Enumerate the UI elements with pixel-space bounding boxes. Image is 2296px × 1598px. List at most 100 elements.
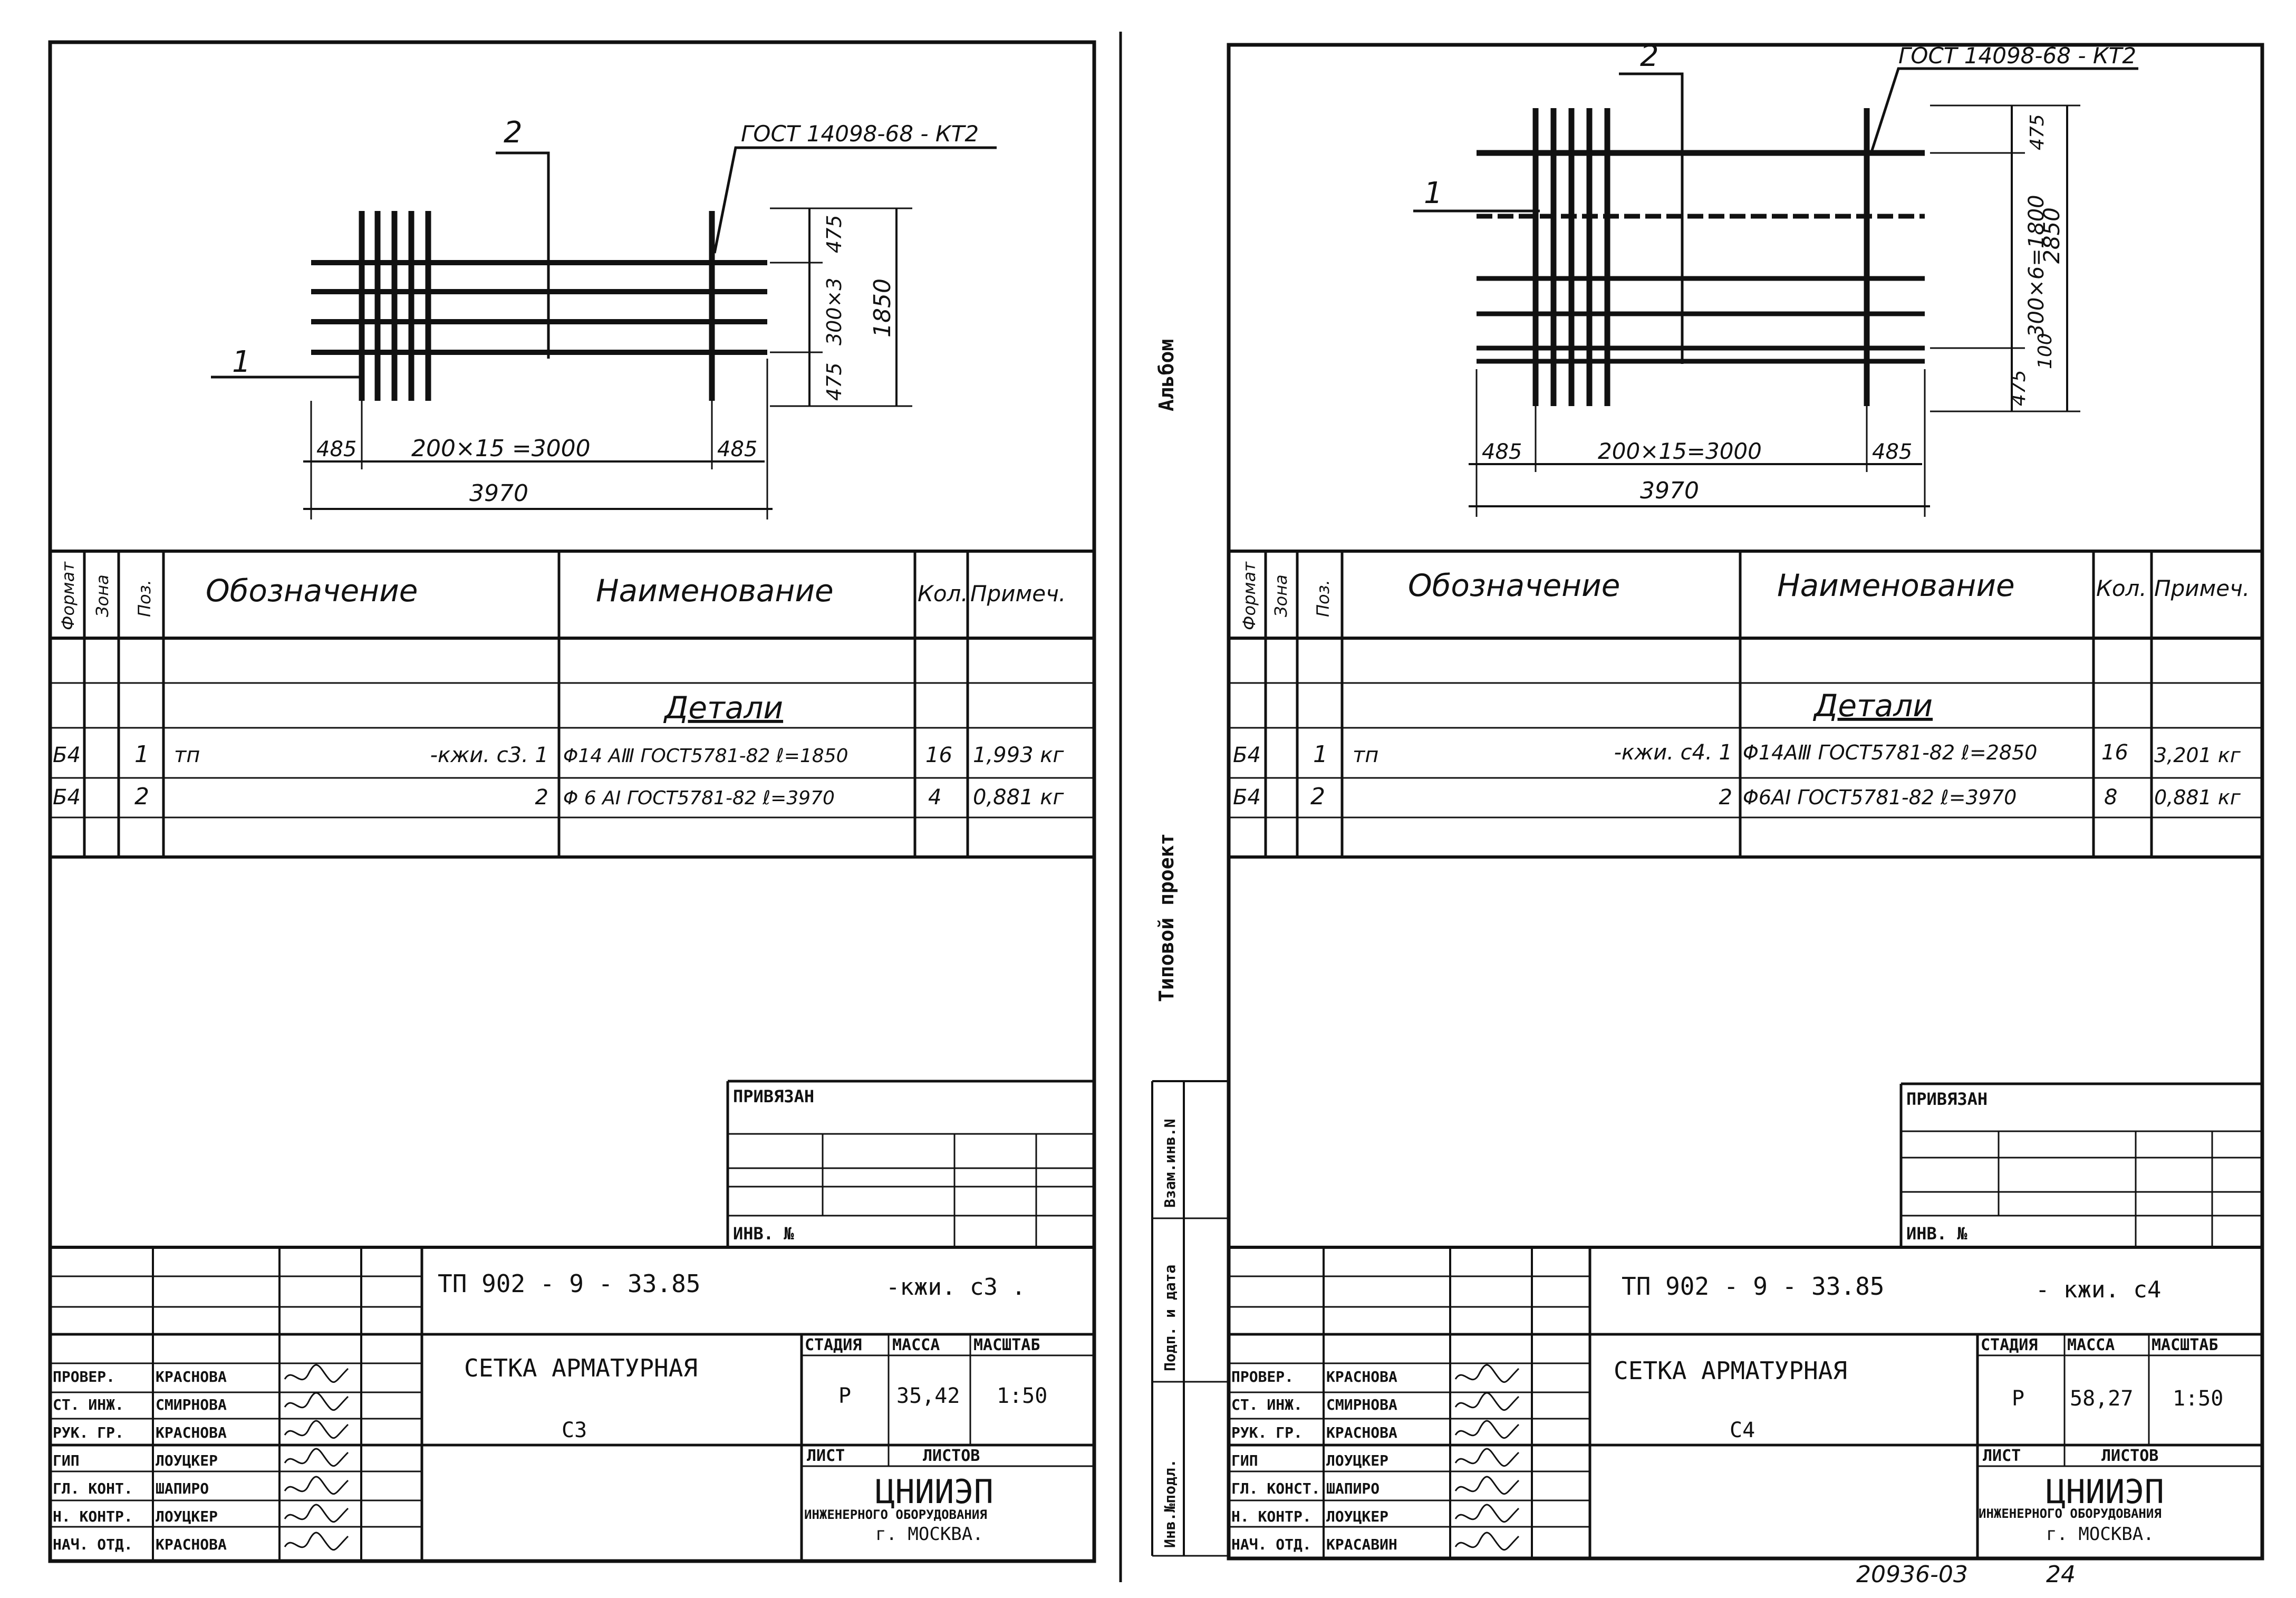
staff-role: СТ. ИНЖ.	[53, 1396, 124, 1413]
dimension-text: 300×3	[823, 277, 846, 345]
dimension-text: 200×15 =3000	[411, 435, 591, 462]
dimension-text: 2850	[2039, 207, 2065, 264]
header-designation: Обозначение	[1408, 567, 1620, 603]
org-city: г. МОСКВА.	[2046, 1524, 2154, 1545]
header-pos: Поз.	[1313, 580, 1333, 617]
staff-name: КРАСНОВА	[156, 1368, 227, 1385]
dimension-text: 485	[1872, 440, 1912, 464]
mass-header: МАССА	[892, 1336, 940, 1354]
header-zone: Зона	[1271, 574, 1291, 617]
header-note: Примеч.	[970, 581, 1066, 607]
signature	[1454, 1364, 1520, 1383]
stage-value: Р	[838, 1384, 851, 1408]
mass-value: 58,27	[2070, 1387, 2133, 1411]
signature	[284, 1532, 349, 1551]
row-designation: -кжи. с3. 1	[430, 743, 548, 767]
staff-role: Н. КОНТР.	[53, 1508, 133, 1525]
org-name: ЦНИИЭП	[2046, 1472, 2164, 1511]
signature	[284, 1476, 349, 1495]
staff-name: СМИРНОВА	[1326, 1396, 1397, 1413]
sheets-header: ЛИСТОВ	[2101, 1447, 2158, 1465]
inv-no-label: ИНВ. №	[733, 1224, 794, 1244]
row-note: 3,201 кг	[2154, 744, 2241, 767]
row-pos: 1	[134, 741, 149, 768]
staff-role: Н. КОНТР.	[1231, 1508, 1311, 1525]
dimension-text: 485	[316, 437, 356, 461]
row-qty: 8	[2104, 785, 2117, 810]
mesh-c4	[1413, 67, 2138, 517]
scale-header: МАСШТАБ	[2152, 1336, 2218, 1354]
row-name: Φ14AⅢ ГОСТ5781-82 ℓ=2850	[1743, 741, 2037, 764]
drawing-name: СЕТКА АРМАТУРНАЯ	[464, 1354, 698, 1382]
header-qty: Кол.	[918, 581, 968, 607]
position-label: 2	[504, 115, 523, 150]
staff-name: ШАПИРО	[156, 1480, 209, 1497]
dimension-text: 3970	[469, 480, 528, 507]
header-pos: Поз.	[134, 580, 155, 617]
position-label: 1	[232, 345, 251, 379]
dimension-text: 485	[717, 437, 757, 461]
header-name: Наименование	[1777, 567, 2015, 603]
header-zone: Зона	[92, 574, 112, 617]
header-designation: Обозначение	[206, 573, 418, 609]
privyazan-block	[726, 1080, 1094, 1247]
dimension-text: 200×15=3000	[1598, 438, 1762, 464]
drawing-name: СЕТКА АРМАТУРНАЯ	[1614, 1356, 1847, 1385]
gost-reference: ГОСТ 14098-68 - КТ2	[1898, 43, 2136, 69]
staff-role: ПРОВЕР.	[1231, 1368, 1294, 1385]
staff-name: СМИРНОВА	[156, 1396, 227, 1413]
row-pos: 1	[1313, 741, 1328, 768]
leader-line	[713, 146, 997, 254]
side-stamp	[1151, 1080, 1229, 1557]
row-note: 0,881 кг	[973, 785, 1064, 810]
side-stamp-podp: Подп. и дата	[1161, 1265, 1179, 1371]
drawing-code-suffix: - кжи. с4	[2035, 1276, 2161, 1303]
staff-role: РУК. ГР.	[53, 1424, 124, 1441]
mass-header: МАССА	[2067, 1336, 2115, 1354]
row-designation: -кжи. с4. 1	[1614, 740, 1732, 765]
row-format: Б4	[53, 743, 81, 767]
album-label: Альбом	[1155, 339, 1178, 411]
scale-header: МАСШТАБ	[973, 1336, 1040, 1354]
row-note: 1,993 кг	[973, 743, 1064, 767]
staff-name: ШАПИРО	[1326, 1480, 1379, 1497]
sheet-header: ЛИСТ	[1983, 1447, 2021, 1465]
privyazan-block	[1899, 1082, 2262, 1247]
dimension-text: 300×6=1800	[2024, 195, 2049, 338]
signature	[1454, 1392, 1520, 1411]
section-title: Детали	[1812, 688, 1933, 724]
privyazan-label: ПРИВЯЗАН	[733, 1086, 814, 1106]
row-pos: 2	[134, 783, 149, 810]
dimension-text: 475	[823, 215, 846, 253]
staff-role: ПРОВЕР.	[53, 1368, 115, 1385]
drawing-code: ТП 902 - 9 - 33.85	[1622, 1272, 1885, 1301]
row-prefix: тп	[1353, 743, 1378, 767]
page-number: 24	[2046, 1561, 2076, 1588]
project-label: Типовой проект	[1155, 833, 1178, 1002]
side-stamp-inv: Инв.№подл.	[1161, 1459, 1179, 1548]
header-format: Формат	[1239, 561, 1259, 630]
row-designation: 2	[535, 785, 548, 810]
org-subtitle: ИНЖЕНЕРНОГО ОБОРУДОВАНИЯ	[1979, 1506, 2162, 1521]
dimension-text: 475	[2027, 114, 2048, 150]
gost-reference: ГОСТ 14098-68 - КТ2	[741, 121, 979, 147]
drawing-code: ТП 902 - 9 - 33.85	[438, 1269, 701, 1298]
leader-line	[1619, 72, 1684, 364]
privyazan-label: ПРИВЯЗАН	[1906, 1089, 1988, 1109]
header-format: Формат	[58, 561, 78, 630]
org-subtitle: ИНЖЕНЕРНОГО ОБОРУДОВАНИЯ	[804, 1507, 987, 1522]
drawing-code-suffix: -кжи. с3 .	[886, 1274, 1026, 1301]
dimension-text: 3970	[1640, 477, 1699, 504]
staff-role: РУК. ГР.	[1231, 1424, 1303, 1441]
staff-role: ГЛ. КОНСТ.	[1231, 1480, 1320, 1497]
sheet-c3: 2 1 ГОСТ 14098-68 - КТ2 475 300×3 475 18…	[48, 40, 1096, 1563]
staff-name: КРАСНОВА	[1326, 1424, 1397, 1441]
dimension-text: 475	[2008, 370, 2030, 406]
stage-header: СТАДИЯ	[1981, 1336, 2038, 1354]
row-qty: 4	[928, 785, 941, 810]
signature	[1454, 1420, 1520, 1439]
row-prefix: тп	[174, 743, 200, 767]
